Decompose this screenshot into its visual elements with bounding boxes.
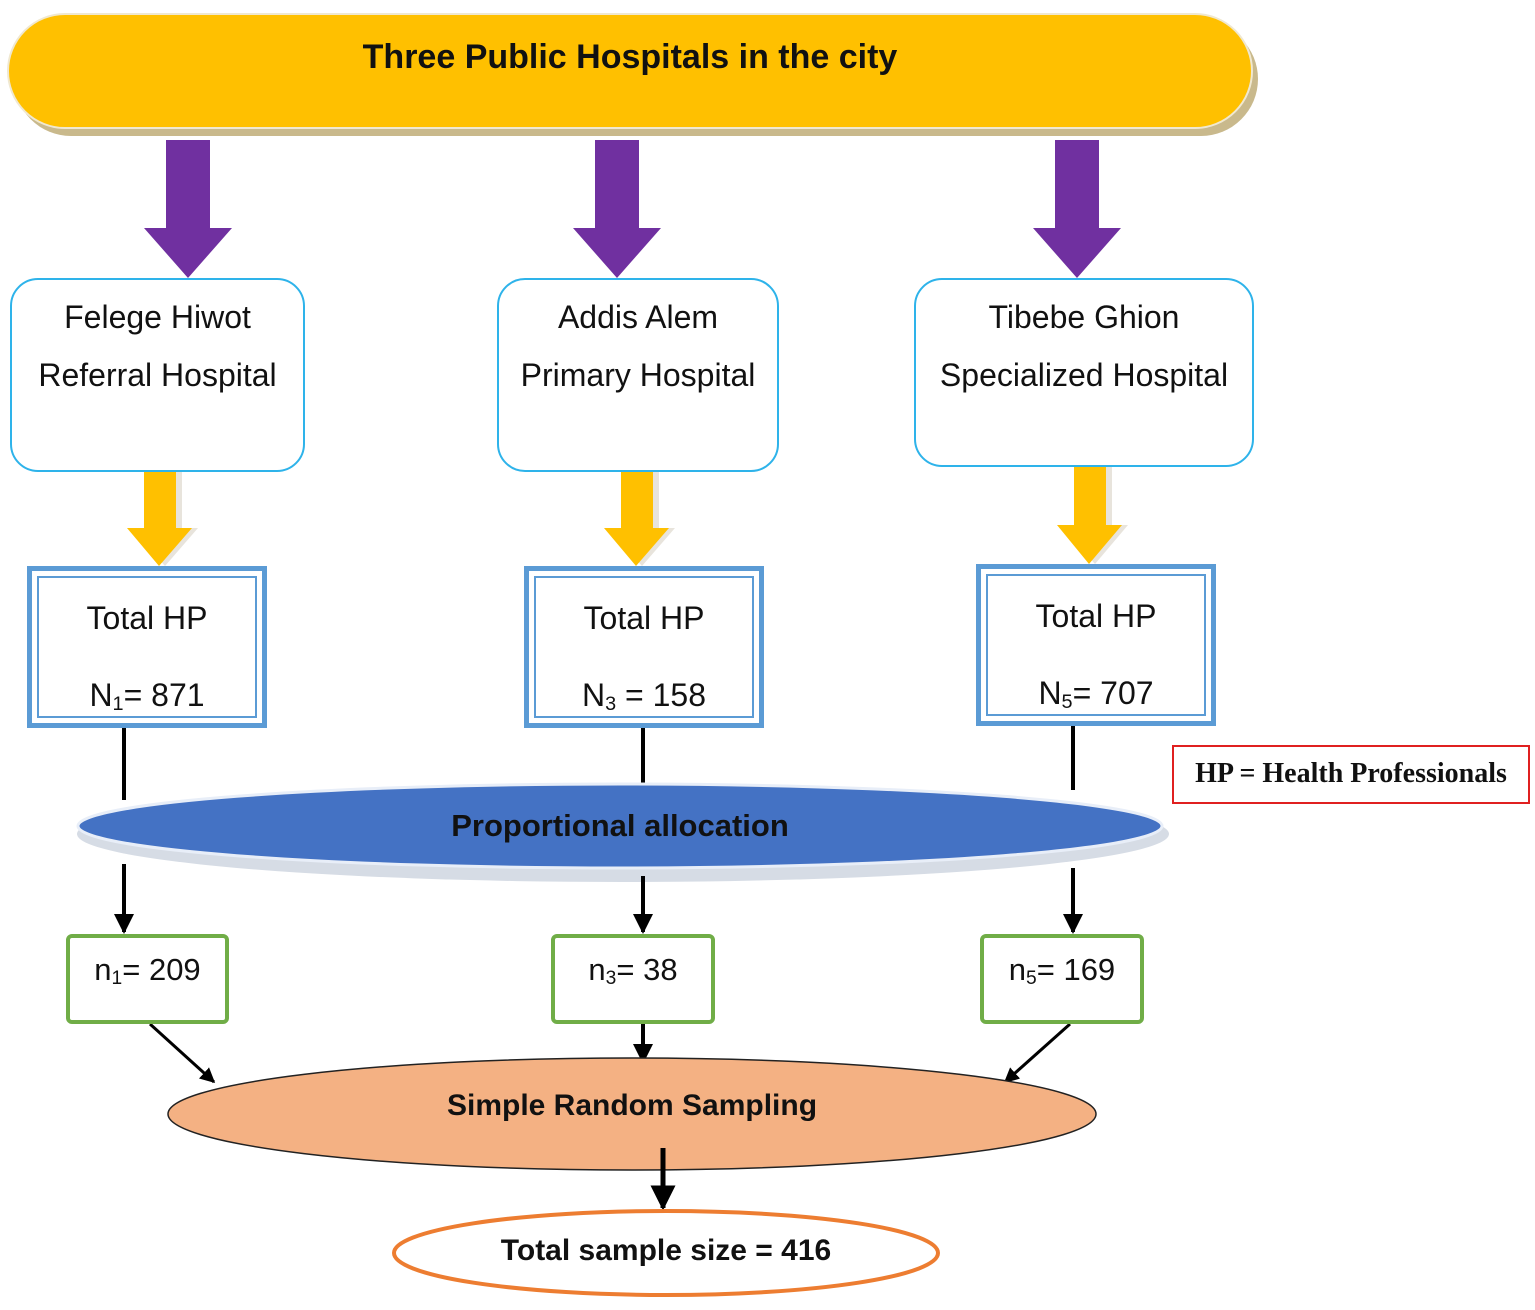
hospital-box-felege-hiwot: Felege Hiwot Referral Hospital bbox=[10, 278, 305, 472]
hospital-name-line1: Tibebe Ghion bbox=[988, 299, 1180, 335]
sampling-oval bbox=[167, 1057, 1097, 1171]
hospital-box-addis-alem: Addis Alem Primary Hospital bbox=[497, 278, 779, 472]
hospital-name-line2: Specialized Hospital bbox=[939, 357, 1229, 393]
total-hp-value: N1= 871 bbox=[89, 677, 205, 715]
sample-box-2: n3= 38 bbox=[551, 934, 715, 1024]
purple-arrow-2 bbox=[573, 140, 661, 278]
allocation-oval bbox=[76, 782, 1169, 882]
total-hp-box-3: Total HP N5= 707 bbox=[976, 564, 1216, 726]
yellow-arrow-3 bbox=[1057, 467, 1128, 564]
total-hp-value: N3 = 158 bbox=[582, 677, 706, 715]
header-title: Three Public Hospitals in the city bbox=[362, 38, 898, 76]
sampling-label: Simple Random Sampling bbox=[446, 1089, 818, 1122]
yellow-arrow-2 bbox=[604, 472, 675, 566]
sample-box-1: n1= 209 bbox=[66, 934, 229, 1024]
hospital-name-line1: Addis Alem bbox=[557, 299, 719, 335]
purple-arrow-1 bbox=[144, 140, 232, 278]
allocation-label: Proportional allocation bbox=[451, 808, 789, 843]
sample-box-3: n5= 169 bbox=[980, 934, 1144, 1024]
total-hp-box-2: Total HP N3 = 158 bbox=[524, 566, 764, 728]
hospital-name-line1: Felege Hiwot bbox=[64, 299, 251, 335]
result-label: Total sample size = 416 bbox=[500, 1234, 832, 1267]
hospital-box-tibebe-ghion: Tibebe Ghion Specialized Hospital bbox=[914, 278, 1254, 467]
hospital-name-line2: Primary Hospital bbox=[520, 357, 756, 393]
hospital-name-line2: Referral Hospital bbox=[38, 357, 277, 393]
total-hp-value: N5= 707 bbox=[1038, 675, 1154, 713]
result-oval bbox=[392, 1209, 940, 1297]
total-hp-label: Total HP bbox=[86, 600, 208, 636]
legend-box: HP = Health Professionals bbox=[1172, 745, 1530, 804]
total-hp-box-1: Total HP N1= 871 bbox=[27, 566, 267, 728]
arrow-sample-3 bbox=[1003, 1022, 1071, 1084]
total-hp-label: Total HP bbox=[1035, 598, 1157, 634]
arrow-sample-1 bbox=[148, 1022, 216, 1084]
purple-arrow-3 bbox=[1033, 140, 1121, 278]
yellow-arrow-1 bbox=[127, 472, 198, 566]
header-oval bbox=[7, 13, 1258, 136]
total-hp-label: Total HP bbox=[583, 600, 705, 636]
